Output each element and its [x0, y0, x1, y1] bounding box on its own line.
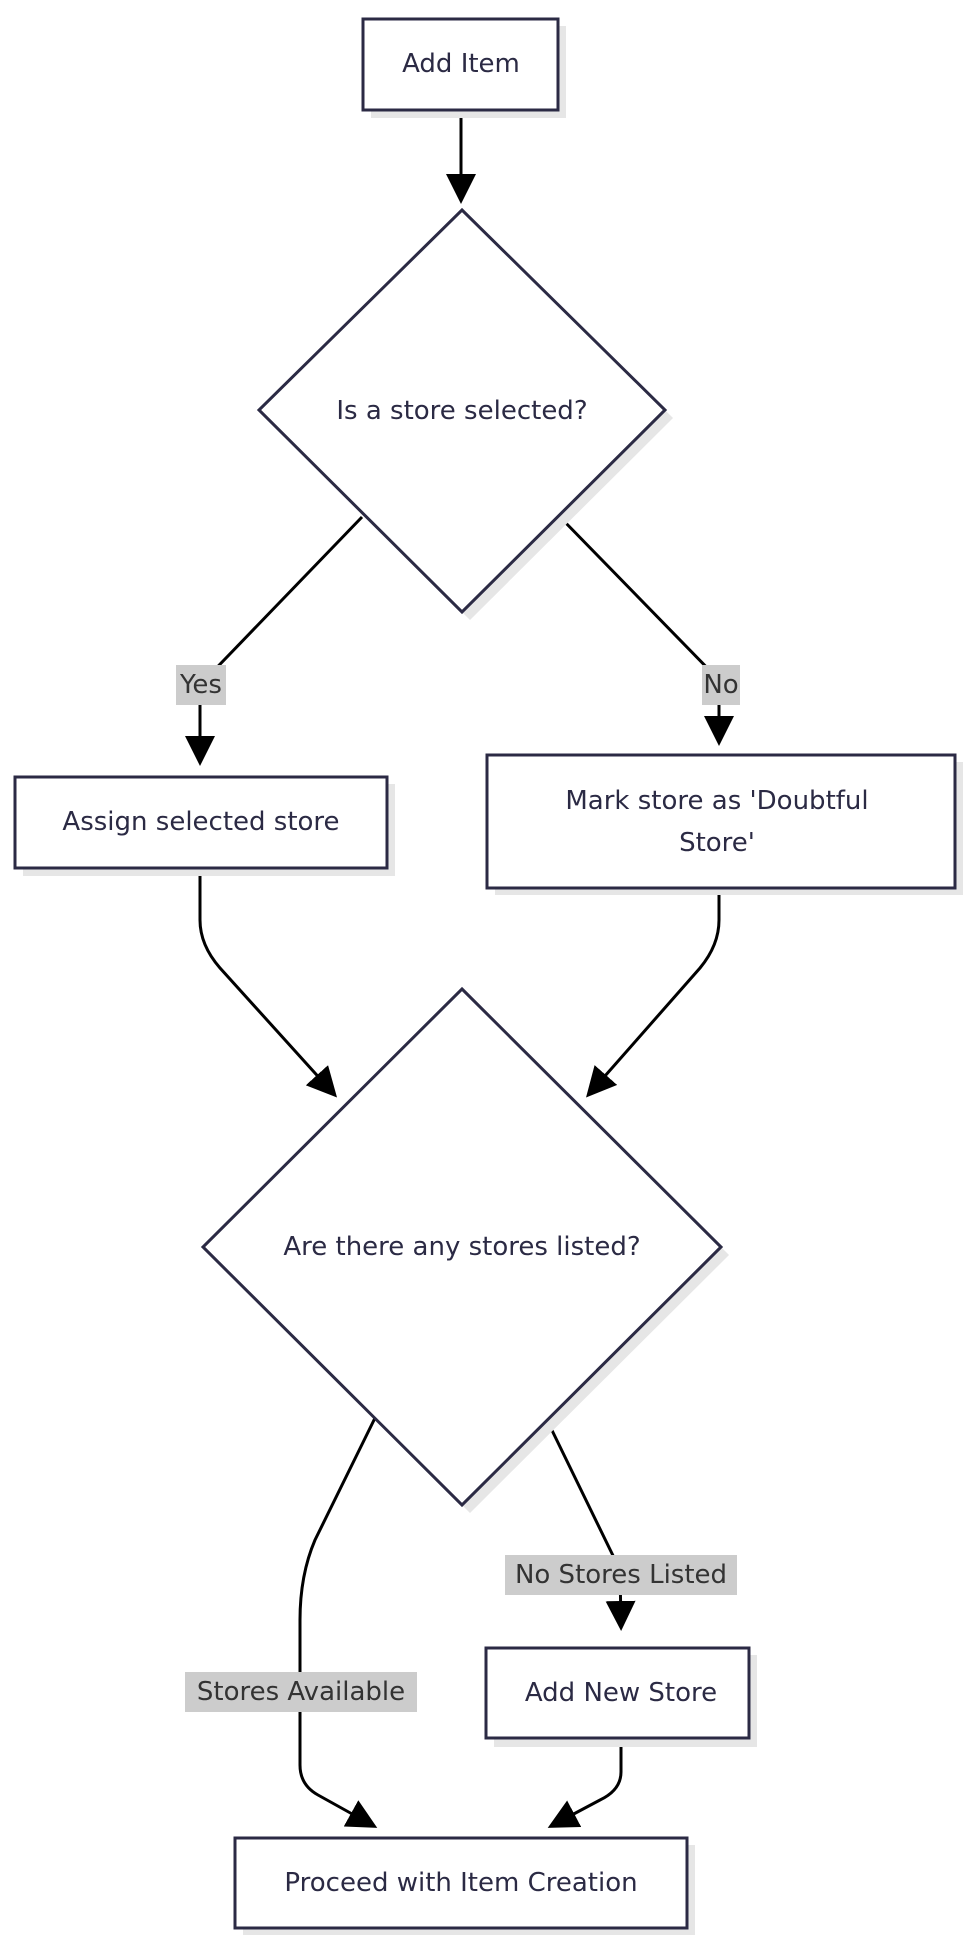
node-store-selected-label: Is a store selected?: [336, 396, 587, 426]
node-assign-store: Assign selected store: [13, 775, 395, 876]
edge-label-stores-available: Stores Available: [185, 1672, 417, 1712]
edge-label-yes: Yes: [176, 665, 226, 705]
edge-stores-available: [298, 1417, 378, 1828]
node-mark-doubtful: Mark store as 'Doubtful Store': [485, 753, 963, 895]
node-proceed-label: Proceed with Item Creation: [284, 1868, 637, 1898]
node-proceed: Proceed with Item Creation: [233, 1836, 695, 1935]
edge-doubtful-to-stores-listed: [586, 888, 721, 1098]
node-add-new-store: Add New Store: [484, 1646, 757, 1747]
edge-label-no-stores-listed-text: No Stores Listed: [515, 1560, 727, 1590]
node-add-item: Add Item: [361, 17, 566, 118]
edge-label-yes-text: Yes: [179, 670, 222, 700]
edge-label-no-text: No: [703, 670, 738, 700]
node-add-item-label: Add Item: [402, 49, 520, 79]
node-assign-store-label: Assign selected store: [62, 807, 339, 837]
edge-label-no: No: [702, 665, 740, 705]
edge-assign-to-stores-listed: [198, 868, 338, 1098]
node-store-selected-decision: Is a store selected?: [256, 207, 673, 620]
edge-store-selected-yes: [185, 515, 364, 766]
node-add-new-store-label: Add New Store: [525, 1678, 717, 1708]
edge-label-no-stores-listed: No Stores Listed: [505, 1555, 737, 1595]
edge-add-new-store-to-proceed: [547, 1738, 623, 1828]
edge-store-selected-no: [558, 515, 734, 746]
node-mark-doubtful-label-line1: Mark store as 'Doubtful: [565, 786, 868, 816]
edge-label-stores-available-text: Stores Available: [197, 1677, 405, 1707]
node-stores-listed-decision: Are there any stores listed?: [200, 986, 729, 1513]
node-mark-doubtful-label-line2: Store': [679, 828, 755, 858]
node-stores-listed-label: Are there any stores listed?: [283, 1232, 640, 1262]
